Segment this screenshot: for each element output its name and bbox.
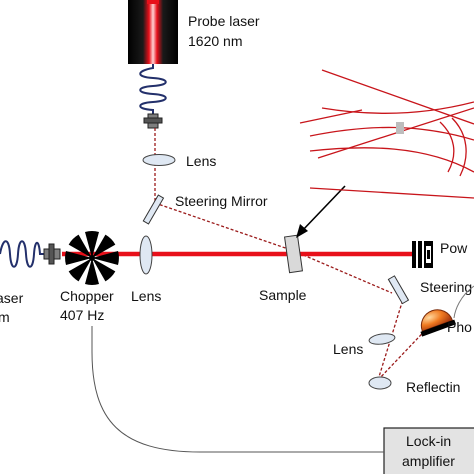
- steering-mirror-right: [387, 275, 410, 305]
- probe-fiber-collimator: [143, 113, 163, 129]
- chopper-reference-cable: [91, 326, 384, 453]
- probe-laser: [128, 0, 178, 64]
- beam-overlap-inset: [299, 69, 474, 199]
- sample-label: Sample: [259, 287, 307, 303]
- lens-top: [142, 154, 176, 166]
- detector-cable: [453, 285, 474, 319]
- reflecting-mirror-label: Reflectin: [406, 379, 460, 395]
- photodetector-label: Pho: [447, 319, 472, 335]
- lens-lower-label: Lens: [333, 341, 363, 357]
- steering-mirror-top-label: Steering Mirror: [175, 193, 268, 209]
- lock-in-amplifier: [383, 427, 474, 474]
- sample: [283, 234, 304, 274]
- reflecting-mirror: [368, 376, 392, 390]
- lock-in-label-line2: amplifier: [402, 453, 455, 469]
- probe-laser-label: Probe laser: [188, 13, 260, 29]
- pump-fiber-coil: [0, 240, 44, 268]
- lens-top-label: Lens: [186, 153, 216, 169]
- pump-laser-wavelength-label: m: [0, 309, 10, 325]
- inset-pointer-arrow: [296, 185, 346, 238]
- chopper-wheel: [65, 231, 119, 285]
- lens-pump-label: Lens: [131, 288, 161, 304]
- lens-lower: [368, 333, 396, 345]
- lens-pump: [139, 235, 153, 275]
- pump-laser-label: aser: [0, 290, 24, 306]
- power-meter-label: Pow: [440, 240, 468, 256]
- power-meter: [412, 241, 433, 268]
- pump-fiber-collimator: [43, 243, 61, 265]
- lock-in-label-line1: Lock-in: [406, 433, 451, 449]
- steering-mirror-top: [142, 194, 165, 225]
- photodetector: [420, 309, 456, 337]
- chopper-label: Chopper: [60, 288, 114, 304]
- chopper-frequency-label: 407 Hz: [60, 307, 104, 323]
- probe-laser-wavelength-label: 1620 nm: [188, 33, 242, 49]
- steering-mirror-right-label: Steering: [420, 279, 472, 295]
- probe-fiber-coil: [139, 64, 167, 116]
